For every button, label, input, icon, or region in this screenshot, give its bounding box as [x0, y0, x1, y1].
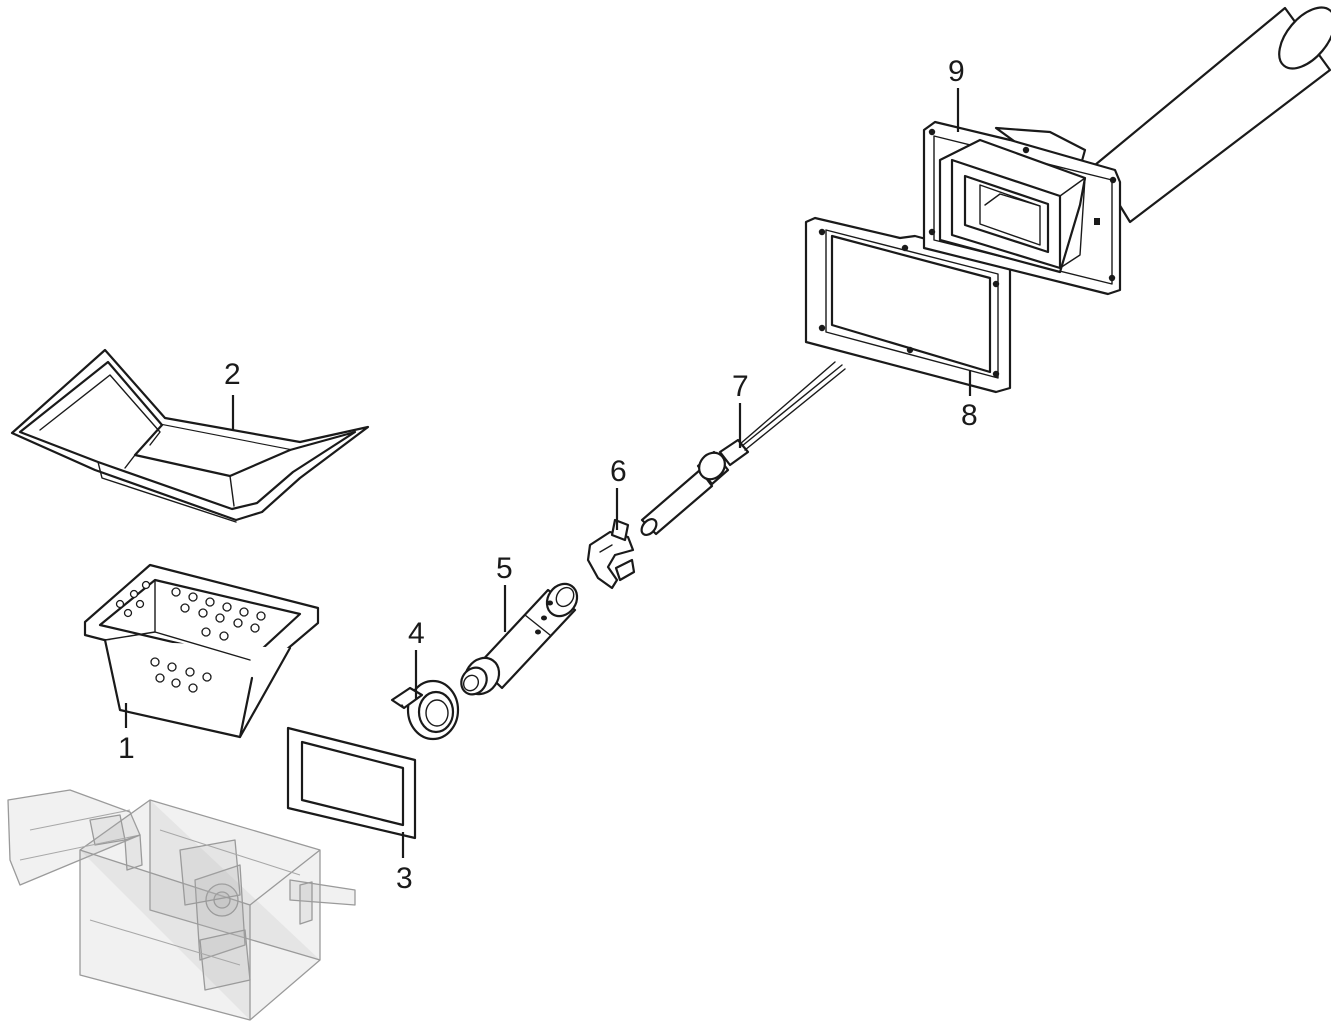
callout-2: 2: [224, 358, 241, 391]
callout-9: 9: [948, 55, 965, 88]
part-1-fire-pot: [83, 563, 320, 739]
callout-6: 6: [610, 455, 627, 488]
part-9-burner-tube-assembly: [922, 6, 1331, 296]
part-5-igniter-sleeve: [460, 582, 579, 696]
part-8-flange-gasket: [804, 216, 1012, 394]
part-4-igniter-collar: [390, 679, 460, 741]
ghost-housing: [7, 789, 356, 1021]
callout-7: 7: [732, 370, 749, 403]
callout-labels: 1 2 3 4 5 6 7 8 9: [118, 55, 978, 895]
callout-8: 8: [961, 399, 978, 432]
part-3-firepot-gasket: [286, 726, 417, 840]
callout-1: 1: [118, 732, 135, 765]
callout-leaders: [124, 88, 972, 858]
part-7-igniter: [640, 361, 846, 536]
fire-pot-air-holes: [115, 580, 266, 693]
callout-5: 5: [496, 552, 513, 585]
part-2-burn-tray: [10, 348, 370, 523]
callout-4: 4: [408, 617, 425, 650]
callout-3: 3: [396, 862, 413, 895]
part-6-igniter-clip: [586, 518, 636, 590]
